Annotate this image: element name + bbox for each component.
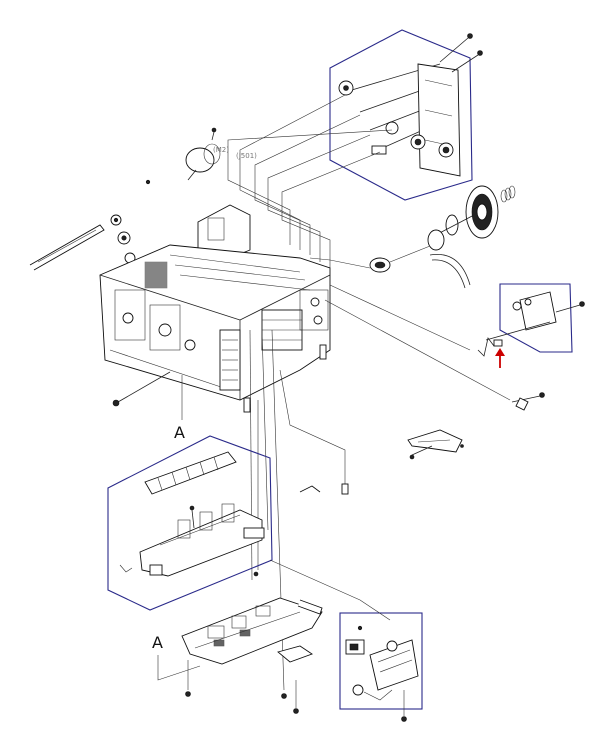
left-screw-callout: A <box>112 371 185 442</box>
screw-icon <box>401 716 407 722</box>
leader-lines-top <box>227 94 393 268</box>
spring-icon <box>500 185 516 203</box>
screw-icon <box>281 693 287 699</box>
main-chassis <box>99 204 331 413</box>
front-roller-stack <box>219 329 241 391</box>
connector-label: (J501) <box>236 152 257 160</box>
lower-callout: A <box>152 633 299 714</box>
small-clip <box>299 483 349 495</box>
screw-icon <box>409 454 415 460</box>
screw-icon <box>477 50 483 56</box>
screw-icon <box>293 708 299 714</box>
screw-icon <box>357 625 363 631</box>
screw-icon <box>185 691 191 697</box>
screw-icon <box>112 399 120 407</box>
screw-icon <box>579 301 585 307</box>
right-bracket-group <box>477 283 585 368</box>
callout-a-lower: A <box>152 633 163 652</box>
right-group-box <box>499 283 573 353</box>
bushing-icon <box>371 145 387 155</box>
screw-icon <box>145 179 151 185</box>
guide-plate <box>407 429 464 460</box>
top-right-gear-group <box>329 29 483 201</box>
screw-icon <box>189 505 195 511</box>
top-right-group-box <box>329 29 473 201</box>
bottom-right-group <box>269 559 423 722</box>
drive-gear-assembly <box>309 185 516 289</box>
pointer-arrow-icon <box>495 348 505 368</box>
motor-label: (M2) <box>213 146 229 154</box>
screw-icon <box>253 571 259 577</box>
roller-icon <box>385 121 399 135</box>
callout-a-upper: A <box>174 423 185 442</box>
screw-icon <box>467 33 473 39</box>
bottom-right-group-box <box>339 612 423 710</box>
left-small-parts <box>29 214 136 271</box>
leader-lines-right <box>324 284 545 411</box>
formatter-board <box>181 597 323 665</box>
paper-guide-box <box>107 435 273 611</box>
motor-m2: (M2) (J501) <box>145 127 257 185</box>
paper-guide-group <box>107 435 273 611</box>
screw-icon <box>539 392 545 398</box>
screw-icon <box>211 127 217 133</box>
